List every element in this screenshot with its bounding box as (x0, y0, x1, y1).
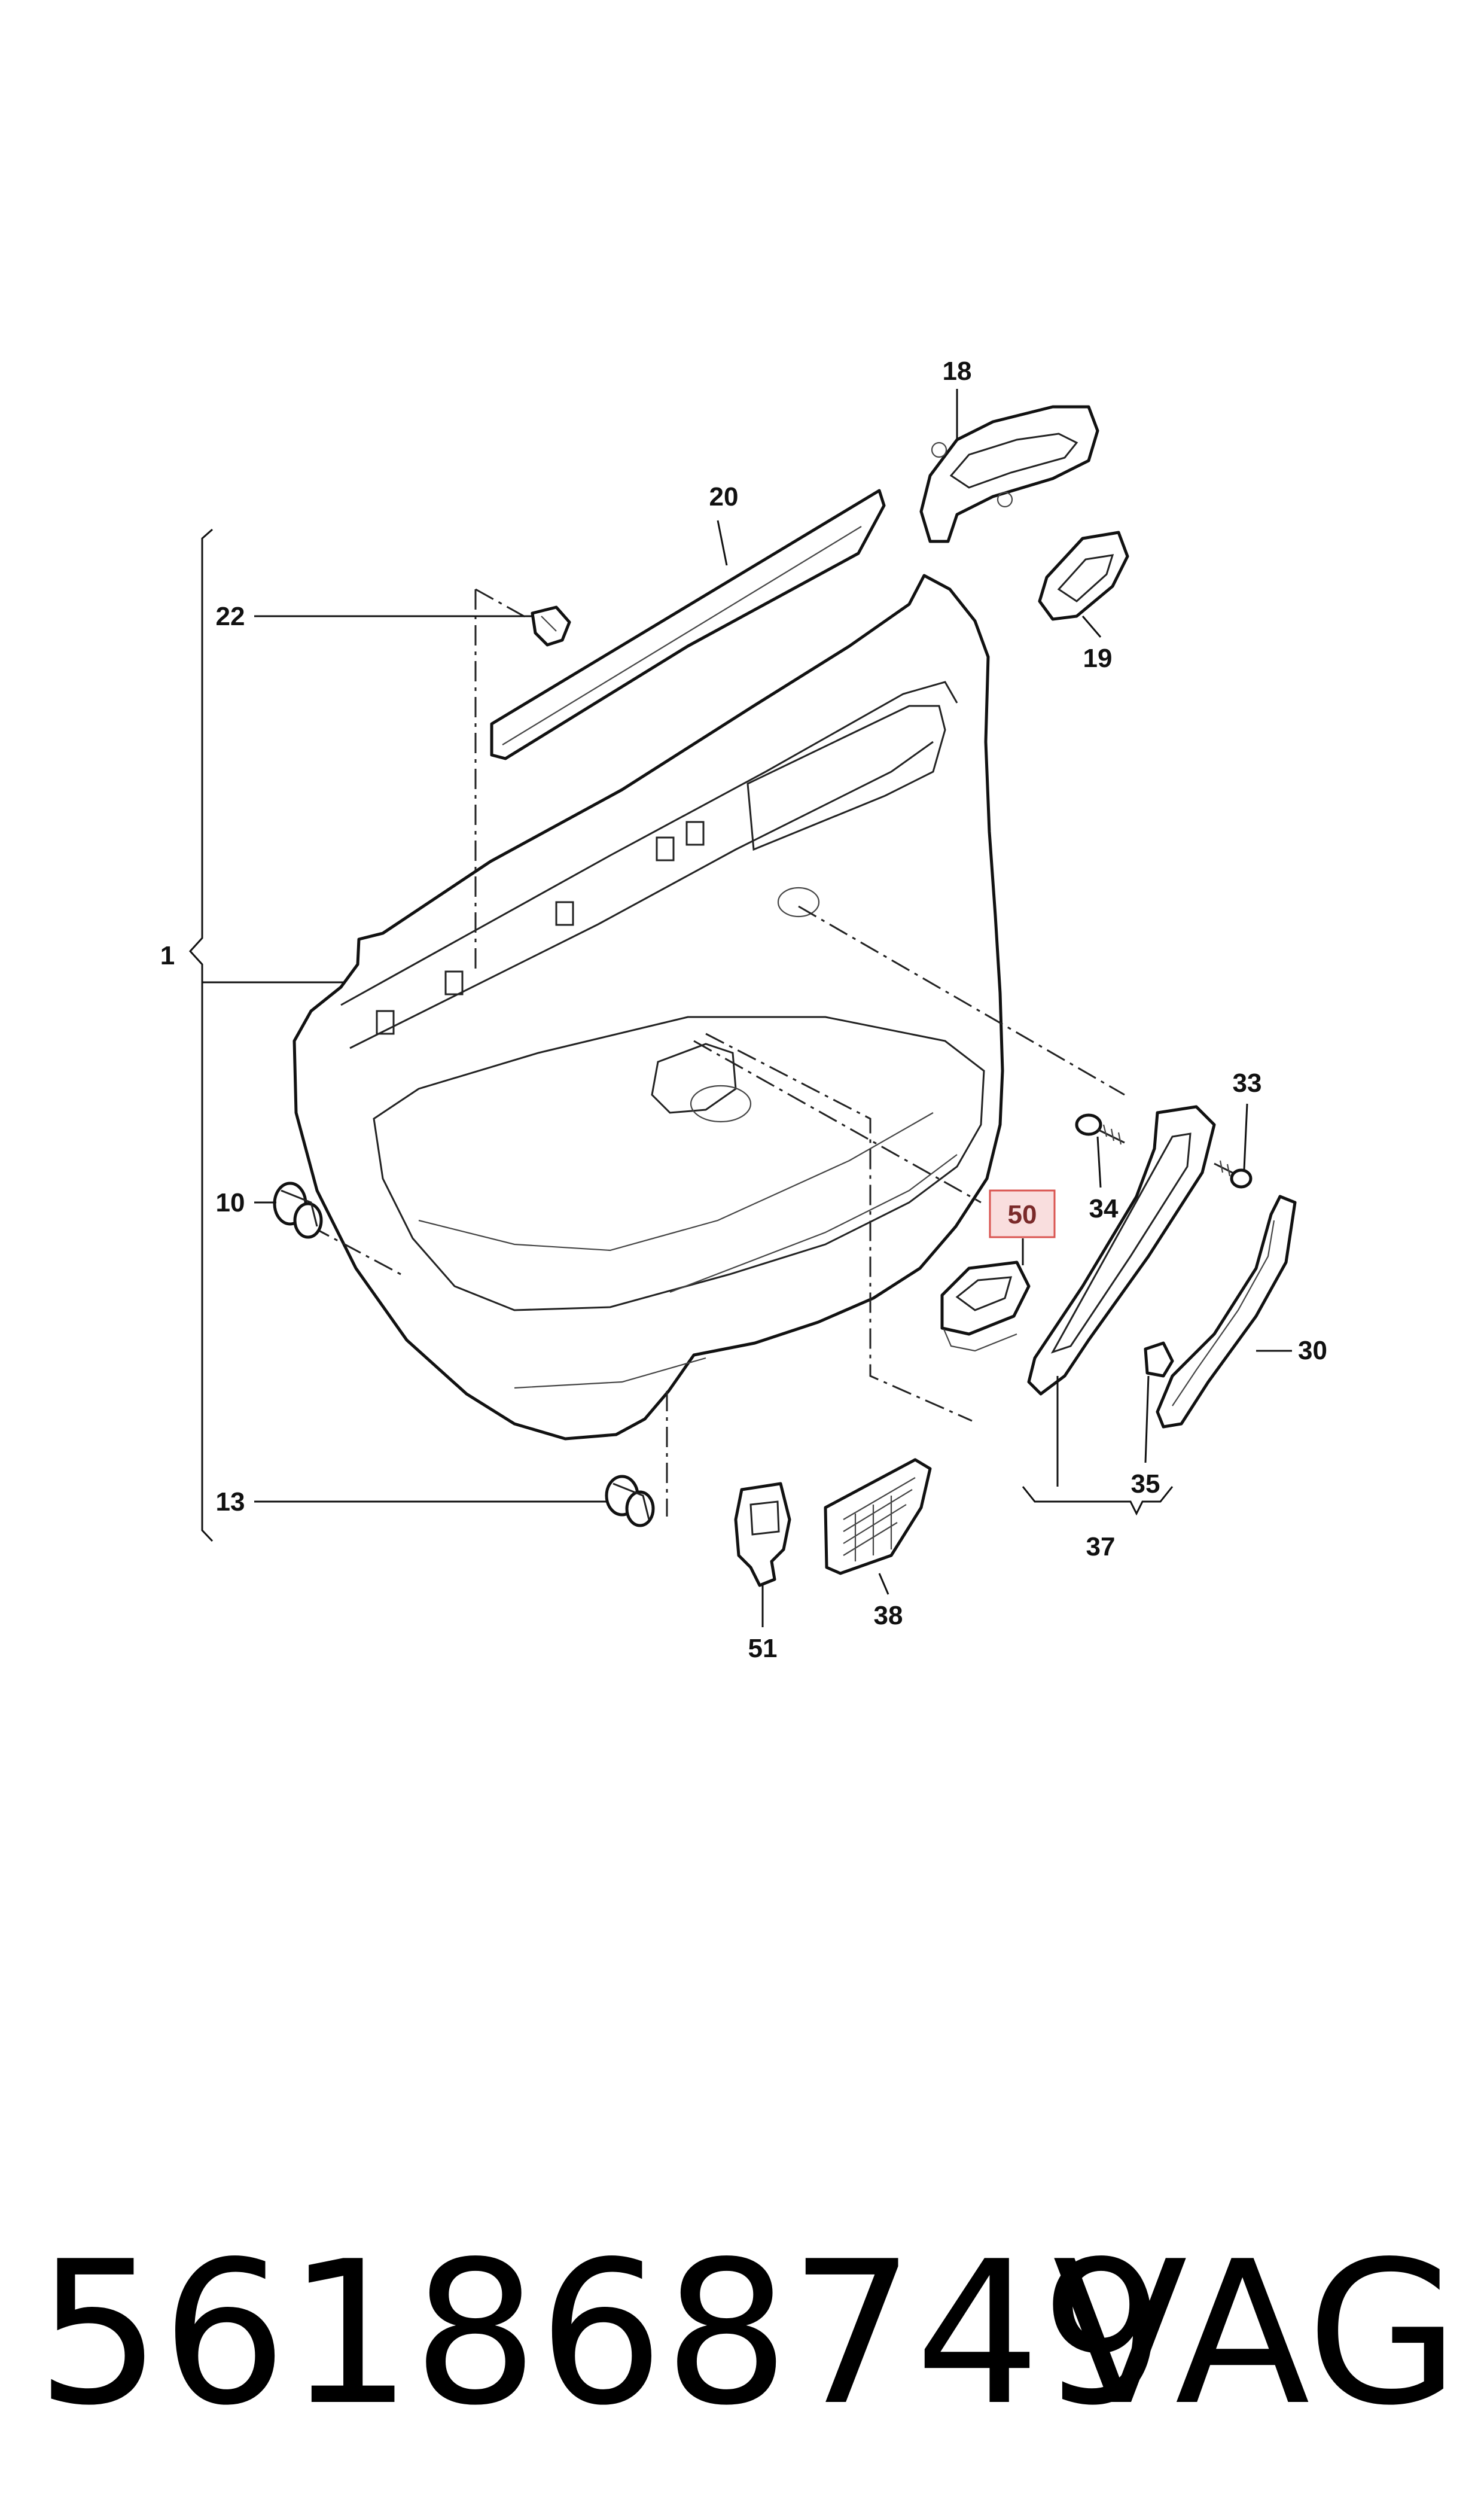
door-trim-panel (292, 574, 1004, 1441)
highlight-box-50 (989, 1189, 1056, 1238)
clip-35 (1144, 1341, 1174, 1378)
callout-50: 50 (1008, 1200, 1037, 1229)
callout-35: 35 (1131, 1469, 1160, 1499)
callout-30: 30 (1298, 1336, 1327, 1365)
callout-19: 19 (1083, 644, 1113, 673)
callout-38: 38 (874, 1601, 903, 1630)
callout-13: 13 (216, 1487, 245, 1517)
callout-1: 1 (160, 941, 175, 970)
grab-handle (1027, 1105, 1216, 1396)
callout-20: 20 (709, 482, 739, 511)
trim-clip-13 (605, 1475, 655, 1527)
callout-37: 37 (1086, 1532, 1116, 1561)
brand-label: VAG (1053, 2219, 1459, 2449)
clip-bracket-51 (734, 1482, 791, 1587)
retaining-clip-22 (531, 605, 571, 647)
callout-18: 18 (943, 357, 972, 386)
leader-lines (254, 389, 1292, 1627)
cover-strip-30 (1156, 1195, 1297, 1429)
speaker-grille-38 (824, 1458, 932, 1575)
callout-10: 10 (216, 1188, 245, 1217)
callout-22: 22 (216, 602, 245, 631)
assembly-bracket-1 (188, 528, 356, 1542)
handle-bezel (1038, 531, 1129, 621)
callout-34: 34 (1089, 1194, 1119, 1223)
window-switch-50 (940, 1260, 1031, 1352)
screw-33 (1214, 1160, 1253, 1189)
callout-51: 51 (748, 1634, 778, 1663)
callout-33: 33 (1233, 1068, 1262, 1098)
inner-door-handle (919, 405, 1099, 543)
assembly-lines (310, 588, 1125, 1517)
part-number: 561868749 (36, 2219, 1166, 2449)
screw-34 (1075, 1113, 1125, 1145)
window-moulding-strip (490, 489, 886, 760)
callout-labels: 1 10 13 18 19 20 22 30 33 34 35 37 38 50… (160, 357, 1327, 1663)
trim-clip-10 (273, 1182, 323, 1239)
